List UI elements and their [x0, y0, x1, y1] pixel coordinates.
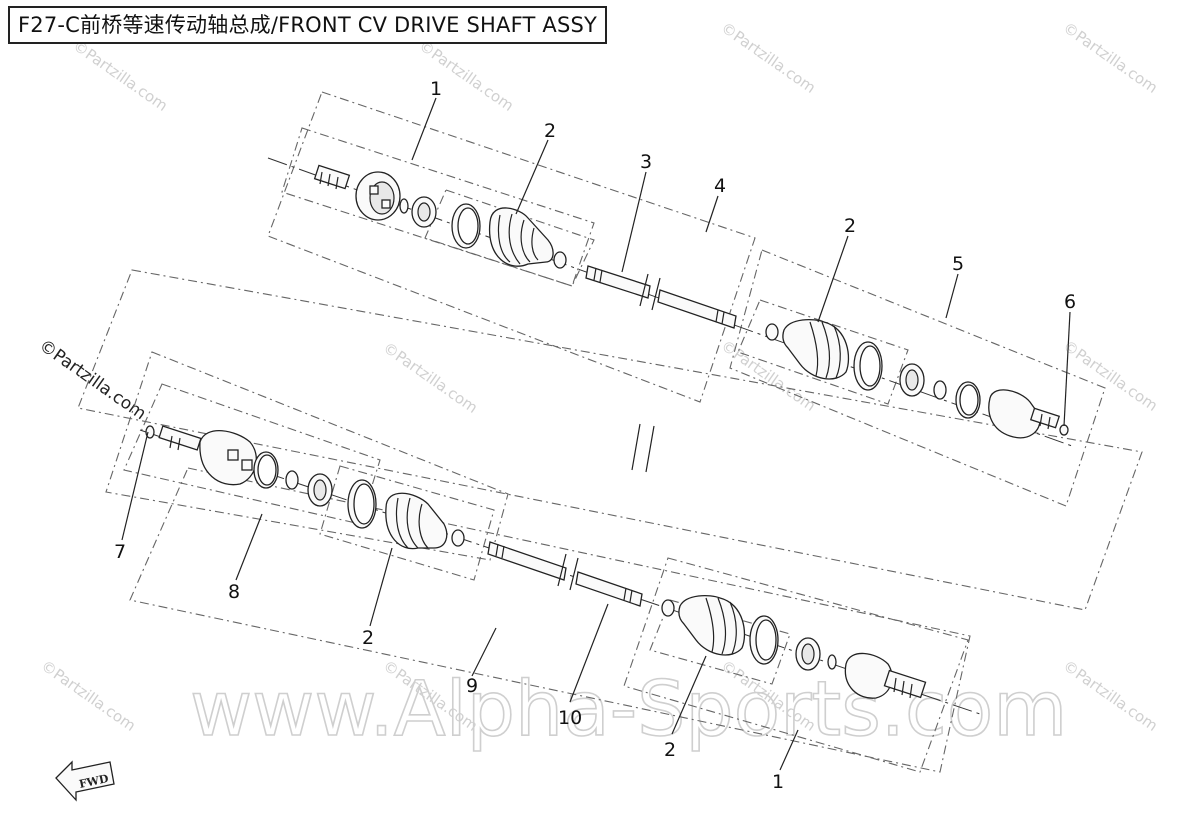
bearing-cage-top-left	[411, 196, 437, 228]
diagram-title: F27-C前桥等速传动轴总成/FRONT CV DRIVE SHAFT ASSY	[8, 6, 608, 44]
callout-1-bottom: 1	[772, 771, 784, 793]
cv-joint-outer-top-left	[313, 164, 401, 221]
break-mark-assy-4	[631, 423, 655, 473]
retaining-clip-6	[1059, 424, 1069, 436]
frame-boot-kit-bottom-right	[649, 599, 791, 685]
cv-boot-bottom-right	[678, 594, 746, 656]
callout-7: 7	[114, 541, 126, 563]
watermark-alpha-sports: www.Alpha-Sports.com	[190, 664, 1067, 753]
circlip-bottom-left	[285, 470, 299, 490]
small-clamp-bottom-left	[451, 529, 465, 547]
watermark-partzilla: ©Partzilla.com	[1060, 19, 1161, 97]
frame-assy-1-bottom	[623, 557, 969, 773]
cv-boot-top-right	[782, 318, 850, 380]
frame-assy-5	[729, 249, 1106, 507]
callout-8: 8	[228, 581, 240, 603]
clamp-ring-bottom-right	[749, 615, 779, 665]
frame-assy-1-top	[267, 91, 756, 403]
callout-1-top: 1	[430, 78, 442, 100]
small-clamp-top-left	[553, 251, 567, 269]
callout-2-top-left: 2	[544, 120, 556, 142]
watermark-partzilla: ©Partzilla.com	[380, 339, 481, 417]
clamp-ring-top-left	[451, 203, 481, 249]
bearing-cage-top-right	[899, 363, 925, 397]
snap-ring-bottom-left	[253, 451, 279, 489]
small-clamp-top-right	[765, 323, 779, 341]
bearing-cage-bottom-left	[307, 473, 333, 507]
watermark-partzilla: ©Partzilla.com	[70, 37, 171, 115]
cv-joint-outer-bottom-right	[844, 652, 927, 699]
axle-shaft-bottom	[487, 541, 643, 607]
watermark-layer: ©Partzilla.com ©Partzilla.com ©Partzilla…	[35, 19, 1161, 754]
clamp-ring-top-right	[853, 341, 883, 391]
watermark-partzilla: ©Partzilla.com	[718, 19, 819, 97]
bearing-cage-bottom-right	[795, 637, 821, 671]
frame-assy-8	[105, 351, 509, 561]
callout-6: 6	[1064, 291, 1076, 313]
small-clamp-bottom-right	[661, 599, 675, 617]
callout-2-bottom-right: 2	[664, 739, 676, 761]
callout-2-bottom-left: 2	[362, 627, 374, 649]
circlip-top-left	[399, 198, 409, 214]
watermark-partzilla: ©Partzilla.com	[1060, 657, 1161, 735]
frame-assy-4	[77, 269, 1143, 611]
watermark-partzilla: ©Partzilla.com	[38, 657, 139, 735]
snap-ring-top-right	[955, 381, 981, 419]
callout-labels: 1 2 3 4 2 5 6 7 8 2 9 10 2 1	[114, 78, 1076, 793]
clamp-ring-bottom-left	[347, 479, 377, 529]
forward-direction-arrow: FWD	[55, 760, 115, 802]
circlip-top-right	[933, 380, 947, 400]
axle-shaft-top	[585, 265, 737, 329]
callout-4: 4	[714, 175, 726, 197]
cv-joint-outer-top-right	[988, 389, 1061, 439]
frame-assy-9	[129, 467, 971, 773]
cv-joint-inner-bottom-left	[158, 425, 257, 486]
fwd-label: FWD	[78, 772, 110, 791]
frame-boot-kit-bottom-left	[319, 465, 495, 581]
frame-boot-kit-top-left	[281, 127, 595, 287]
callout-5: 5	[952, 253, 964, 275]
frame-inner-8	[123, 383, 381, 525]
retaining-clip-7	[145, 425, 155, 439]
callout-2-top-right: 2	[844, 215, 856, 237]
frame-boot-kit-top-right	[737, 299, 909, 405]
callout-10: 10	[558, 707, 582, 729]
callout-9: 9	[466, 675, 478, 697]
callout-3: 3	[640, 151, 652, 173]
watermark-partzilla: ©Partzilla.com	[416, 37, 517, 115]
circlip-bottom-right	[827, 654, 837, 670]
leader-lines	[121, 97, 1071, 771]
cv-boot-top-left	[488, 207, 554, 267]
cv-boot-bottom-left	[385, 492, 448, 550]
